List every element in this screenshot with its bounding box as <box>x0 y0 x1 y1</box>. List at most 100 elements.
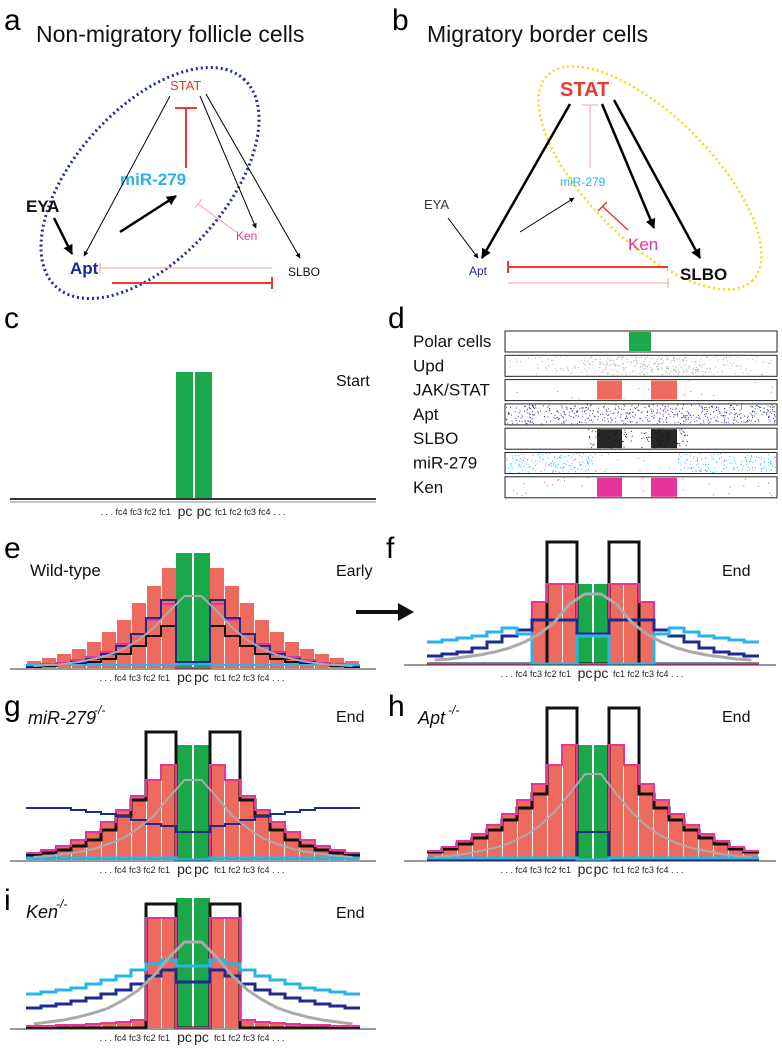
stat-bar <box>117 1022 131 1028</box>
panel-letter-h: h <box>388 690 405 723</box>
panel-a-title: Non-migratory follicle cells <box>36 21 304 47</box>
stat-bar <box>270 1023 284 1028</box>
stat-bar <box>225 780 239 860</box>
stat-bar <box>132 603 146 668</box>
node-apt-b: Apt <box>469 264 488 278</box>
node-slbo-a: SLBO <box>288 265 320 279</box>
axis-pc-label: pc <box>194 861 209 877</box>
apt-line <box>427 618 759 658</box>
panel-h-condition-sup: -/- <box>448 703 459 717</box>
panel-letter-g: g <box>4 690 21 723</box>
upd-line <box>33 779 353 858</box>
panel-letter-f: f <box>386 532 395 565</box>
expression-row-frame <box>504 379 778 402</box>
edges-a <box>52 93 301 289</box>
expression-block <box>651 380 677 400</box>
stat-bar <box>609 745 623 860</box>
expression-row-label: miR-279 <box>413 454 477 473</box>
panel-e-condition: Wild-type <box>30 561 101 580</box>
polar-cell-bar <box>194 745 210 860</box>
axis-right-labels: fc1 fc2 fc3 fc4 . . . <box>214 865 285 875</box>
node-eya-b: EYA <box>424 197 449 212</box>
stat-bar <box>473 834 487 860</box>
node-ken-a: Ken <box>236 229 257 243</box>
mir279-line <box>26 958 360 996</box>
axis-pc-label: pc <box>177 861 192 877</box>
stat-bar <box>684 825 698 860</box>
expression-row-label: SLBO <box>413 429 458 448</box>
expression-speckle <box>506 404 776 425</box>
axis-left-labels: . . . fc4 fc3 fc2 fc1 <box>500 669 571 679</box>
progression-arrow-head <box>398 603 414 621</box>
panel-h-condition: Apt <box>417 708 446 728</box>
panel-d: d Polar cellsUpdJAK/STATAptSLBOmiR-279Ke… <box>388 302 778 499</box>
axis-pc-label: pc <box>194 669 209 685</box>
panel-f-stage: End <box>722 563 750 580</box>
stat-bar <box>102 632 116 668</box>
apt-line <box>26 968 360 1010</box>
mir279-line <box>26 663 360 666</box>
axis-pc-label: pc <box>194 1029 209 1045</box>
slbo-line <box>427 706 759 862</box>
axis-left-labels: . . . fc4 fc3 fc2 fc1 <box>99 1033 170 1043</box>
expression-row-label: Ken <box>413 478 443 497</box>
stat-bar <box>609 584 623 664</box>
axis-pc-label: pc <box>594 861 609 877</box>
axis-pc-label: pc <box>178 503 193 519</box>
polar-cell-bar <box>577 584 592 664</box>
upd-line <box>434 773 752 858</box>
panel-i-condition-sup: -/- <box>56 897 67 911</box>
panel-b-title: Migratory border cells <box>427 21 648 47</box>
polar-cell-bar <box>195 372 212 499</box>
expression-block <box>651 477 677 497</box>
stat-bar <box>162 765 176 860</box>
stat-bar <box>428 851 442 860</box>
stat-bar <box>669 814 683 860</box>
panel-b: b Migratory border cells STAT miR-279 EY… <box>392 4 763 291</box>
network-ellipse-a <box>39 65 261 301</box>
node-ken-b: Ken <box>628 235 658 254</box>
stat-bar <box>87 1024 101 1028</box>
panel-e-stage: Early <box>336 563 372 580</box>
stat-bar <box>225 918 239 1028</box>
panel-letter-e: e <box>4 532 21 565</box>
network-ellipse-b <box>537 65 763 291</box>
panel-i-stage: End <box>336 905 364 922</box>
axis-left-labels: . . . fc4 fc3 fc2 fc1 <box>100 507 171 517</box>
polar-cell-bar <box>176 372 193 499</box>
stat-bar <box>255 810 269 860</box>
expression-speckle <box>508 355 772 376</box>
expression-block <box>651 429 677 449</box>
panel-letter-c: c <box>4 302 19 335</box>
upd-line <box>33 940 353 1026</box>
slbo-line <box>427 540 759 666</box>
axis-c: . . . fc4 fc3 fc2 fc1 pc pc fc1 fc2 fc3 … <box>100 503 285 519</box>
expression-speckle <box>513 477 773 497</box>
panel-h-stage: End <box>722 709 750 726</box>
panel-letter-b: b <box>392 4 409 37</box>
axis-pc-label: pc <box>594 665 609 681</box>
panel-a: a Non-migratory follicle cells STAT miR-… <box>4 4 320 301</box>
upd-line <box>434 592 752 662</box>
axis-right-labels: fc1 fc2 fc3 fc4 . . . <box>613 669 684 679</box>
panel-g-condition: miR-279 <box>28 708 96 728</box>
panel-letter-d: d <box>388 302 405 335</box>
panel-g-condition-sup: -/- <box>94 703 105 717</box>
stat-bar <box>210 918 224 1028</box>
polar-cell-bar <box>594 584 609 664</box>
stat-bar <box>240 1020 254 1028</box>
apt-line <box>427 831 759 861</box>
expression-speckle <box>588 428 688 449</box>
stat-bar <box>162 918 176 1028</box>
polar-cell-bar <box>594 745 609 860</box>
stat-bar <box>255 1022 269 1028</box>
axis-right-labels: fc1 fc2 fc3 fc4 . . . <box>215 507 286 517</box>
panel-i-condition: Ken <box>26 902 58 922</box>
axis-left-labels: . . . fc4 fc3 fc2 fc1 <box>500 865 571 875</box>
